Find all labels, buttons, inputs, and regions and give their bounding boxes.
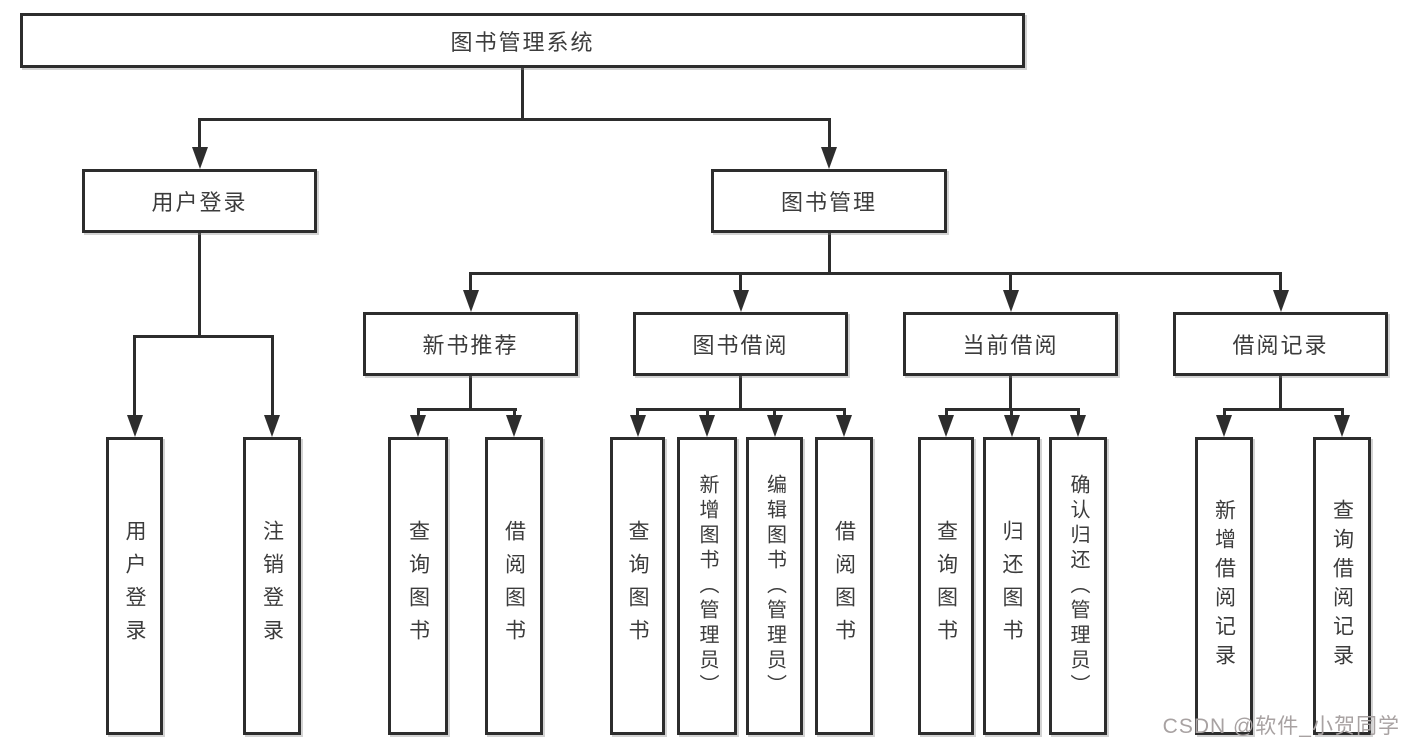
arrowhead-down-icon [1216,415,1232,437]
leaf-query-books: 查询图书 [388,437,448,735]
leaf-query-borrow-record: 查询借阅记录 [1313,437,1371,735]
connector-line [636,408,846,411]
connector-line [843,408,846,417]
connector-line [1341,408,1344,417]
arrowhead-down-icon [192,147,208,169]
node-root-system: 图书管理系统 [20,13,1025,68]
arrowhead-down-icon [1334,415,1350,437]
connector-line [739,272,742,292]
arrowhead-down-icon [699,415,715,437]
connector-line [828,118,831,149]
connector-line [1077,408,1080,417]
arrowhead-down-icon [836,415,852,437]
connector-line [1279,272,1282,292]
connector-line [198,230,201,337]
leaf-query-books: 查询图书 [610,437,665,735]
arrowhead-down-icon [1003,290,1019,312]
connector-line [133,335,274,338]
node-user-login: 用户登录 [82,169,317,233]
connector-line [1009,272,1012,292]
connector-line [469,272,1282,275]
connector-line [521,66,524,121]
arrowhead-down-icon [1070,415,1086,437]
connector-line [417,408,517,411]
connector-line [1223,408,1226,417]
arrowhead-down-icon [410,415,426,437]
connector-line [1223,408,1344,411]
watermark: CSDN @软件_小贺同学 [1162,715,1400,738]
node-new-book-recommendation: 新书推荐 [363,312,578,376]
node-current-borrowing: 当前借阅 [903,312,1118,376]
connector-line [469,272,472,292]
arrowhead-down-icon [127,415,143,437]
connector-line [198,118,201,149]
leaf-logout: 注销登录 [243,437,301,735]
arrowhead-down-icon [463,290,479,312]
node-book-management: 图书管理 [711,169,947,233]
connector-line [513,408,516,417]
leaf-borrow-books: 借阅图书 [485,437,543,735]
connector-line [271,335,274,417]
leaf-confirm-return-admin: 确认归还（管理员） [1049,437,1107,735]
arrowhead-down-icon [938,415,954,437]
connector-line [417,408,420,417]
arrowhead-down-icon [630,415,646,437]
connector-line [1279,374,1282,410]
arrowhead-down-icon [767,415,783,437]
leaf-query-books: 查询图书 [918,437,974,735]
arrowhead-down-icon [506,415,522,437]
leaf-user-login: 用户登录 [106,437,163,735]
leaf-add-borrow-record: 新增借阅记录 [1195,437,1253,735]
connector-line [739,374,742,410]
leaf-return-books: 归还图书 [983,437,1040,735]
connector-line [469,374,472,410]
connector-line [133,335,136,417]
connector-line [1009,374,1012,410]
connector-line [706,408,709,417]
arrowhead-down-icon [733,290,749,312]
connector-line [636,408,639,417]
leaf-borrow-books: 借阅图书 [815,437,873,735]
arrowhead-down-icon [1273,290,1289,312]
leaf-edit-book-admin: 编辑图书（管理员） [746,437,803,735]
connector-line [828,230,831,274]
leaf-add-book-admin: 新增图书（管理员） [677,437,737,735]
arrowhead-down-icon [1004,415,1020,437]
connector-line [773,408,776,417]
connector-line [1010,408,1013,417]
connector-line [198,118,831,121]
arrowhead-down-icon [821,147,837,169]
connector-line [945,408,948,417]
node-book-borrowing: 图书借阅 [633,312,848,376]
arrowhead-down-icon [264,415,280,437]
node-borrowing-records: 借阅记录 [1173,312,1388,376]
